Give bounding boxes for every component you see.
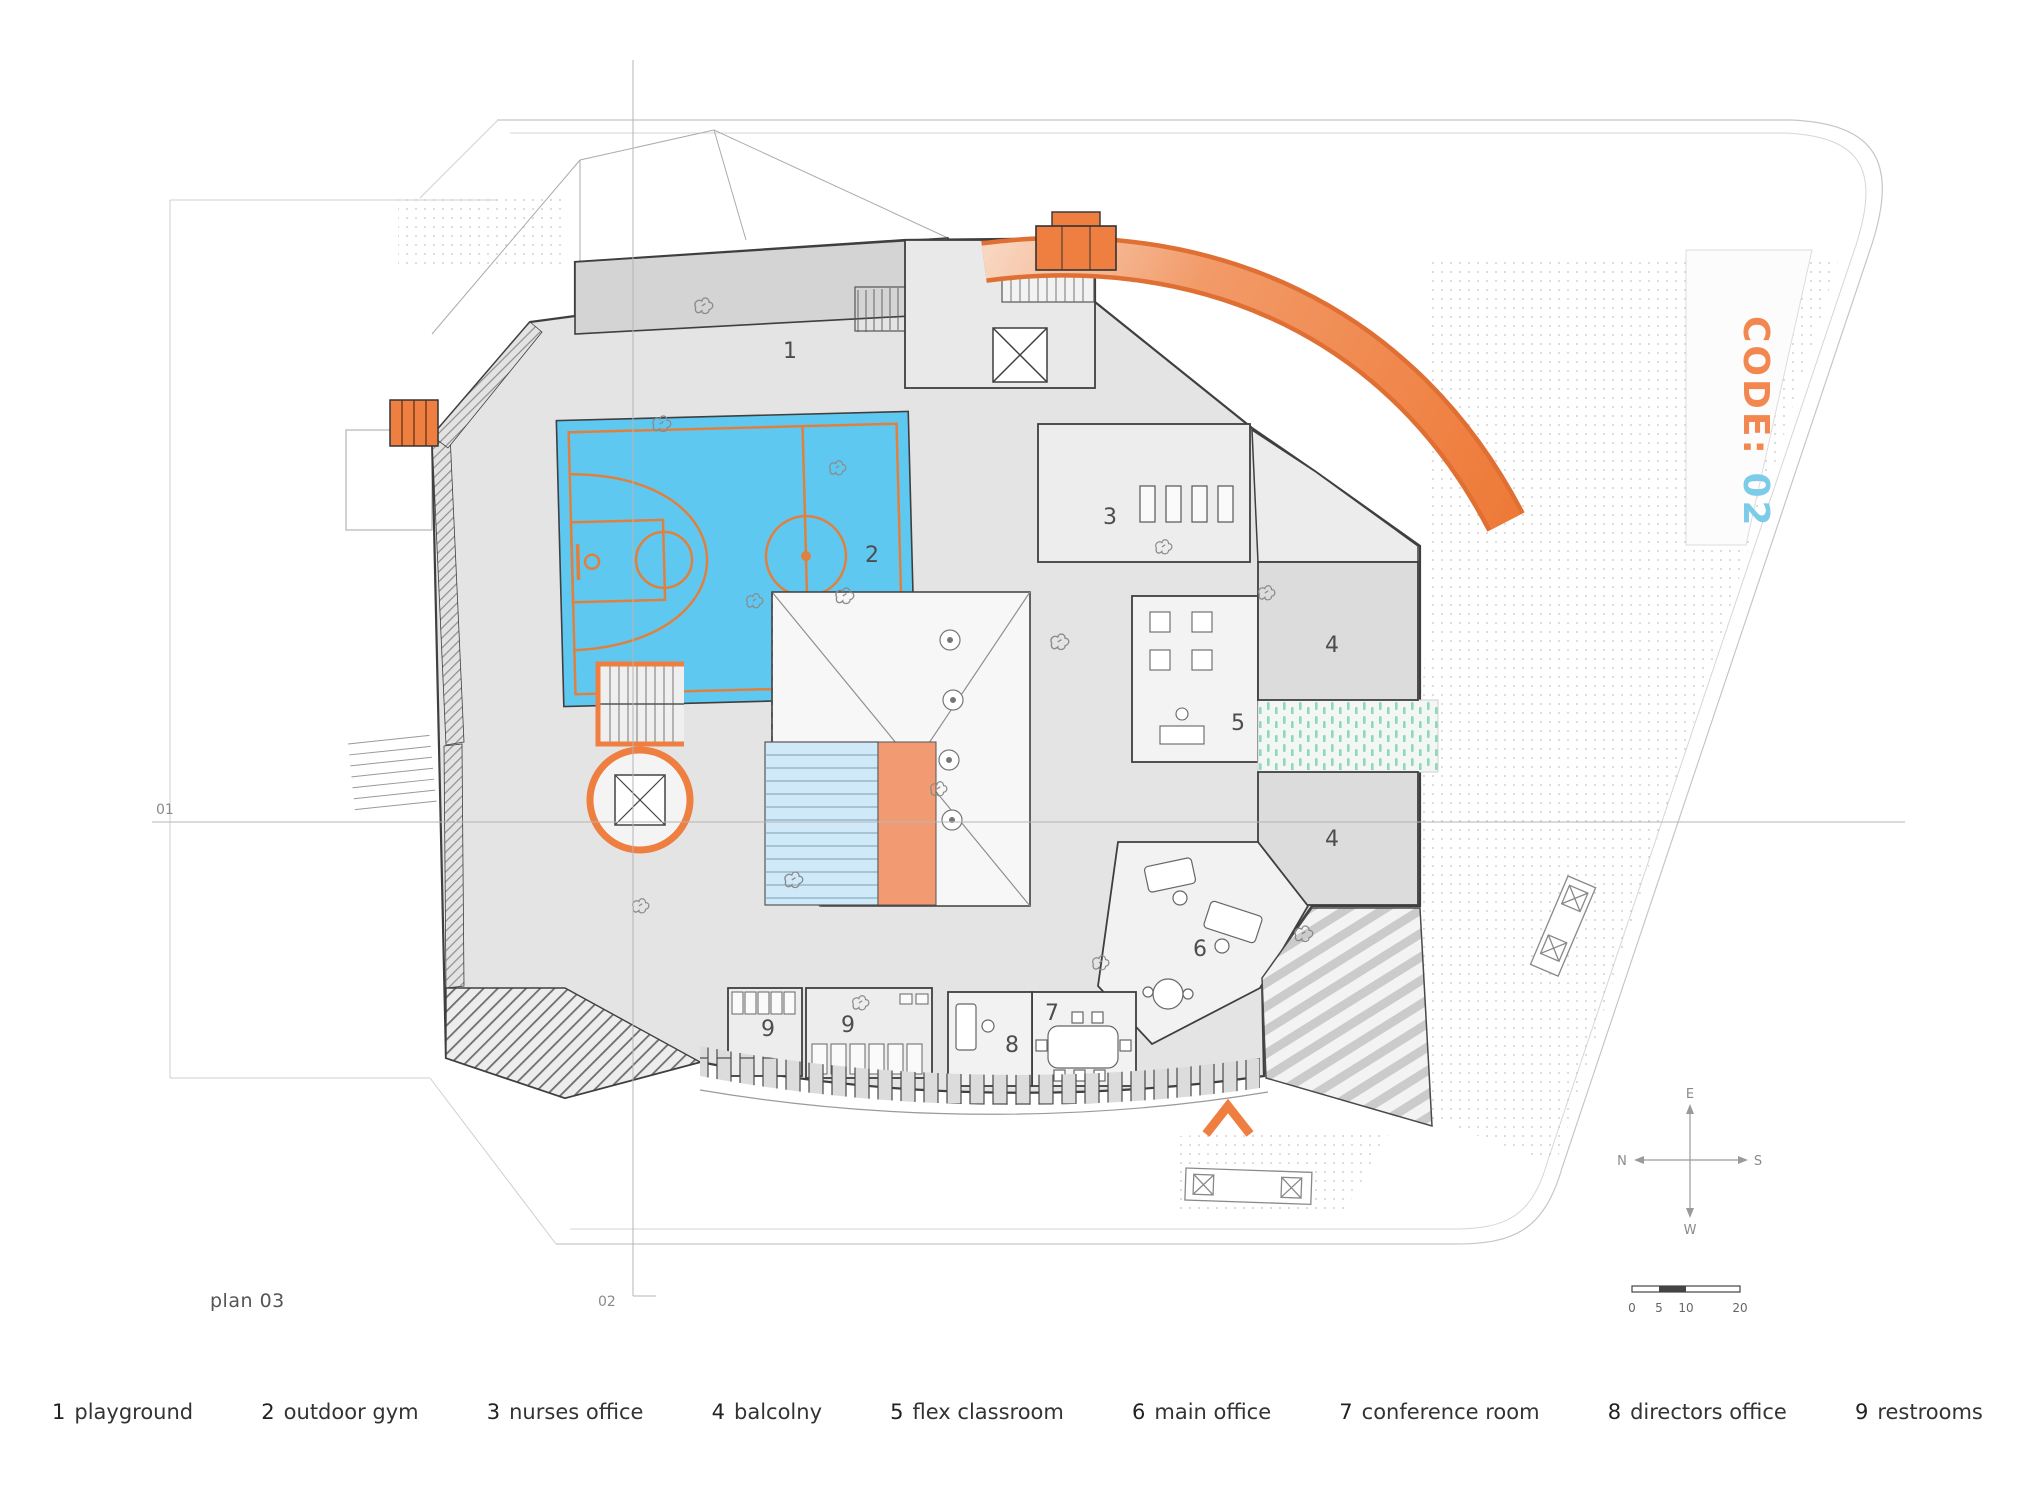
scale-tick-0: 0 (1628, 1301, 1636, 1315)
elevator (992, 327, 1048, 383)
scale-tick-20: 20 (1732, 1301, 1747, 1315)
planted-strip (1257, 699, 1439, 773)
room-label-directors: 8 (1005, 1033, 1019, 1058)
section-label-01: 01 (156, 802, 174, 818)
plan-title: plan 03 (210, 1290, 285, 1312)
ramp-fan (1261, 907, 1433, 1128)
site-left-lines (169, 119, 557, 1245)
terrace (1251, 428, 1419, 563)
room-label-balcony-lower: 4 (1325, 827, 1339, 852)
room-label-conference: 7 (1045, 1001, 1059, 1026)
compass: E S W N (1617, 1087, 1762, 1238)
scale-tick-5: 5 (1655, 1301, 1663, 1315)
legend-num: 7 (1339, 1400, 1353, 1424)
code-title-suffix: 02 (1735, 472, 1776, 528)
room-label-playground: 1 (783, 339, 797, 364)
section-lines: 01 02 (152, 60, 1905, 1310)
orange-chevron (1202, 1098, 1254, 1137)
code-title: CODE: 02 (1735, 316, 1776, 529)
legend-label: outdoor gym (283, 1400, 419, 1424)
room-directors-office (947, 991, 1033, 1087)
site-boundary (169, 119, 1883, 1245)
circular-stair (586, 746, 694, 854)
compass-s: S (1754, 1154, 1762, 1169)
room-label-balcony-upper: 4 (1325, 633, 1339, 658)
legend-num: 4 (711, 1400, 725, 1424)
roof-lines (431, 129, 949, 335)
site-outline-outer (497, 119, 1883, 1245)
scale-tick-10: 10 (1678, 1301, 1693, 1315)
legend-num: 5 (890, 1400, 904, 1424)
room-restroom-right (805, 987, 933, 1079)
louver-fins (699, 1046, 1269, 1115)
legend-label: conference room (1361, 1400, 1540, 1424)
room-label-restroom-right: 9 (841, 1013, 855, 1038)
sw-exterior-steps (347, 734, 437, 811)
hatched-walls (431, 321, 702, 1099)
room-nurses-office (1037, 423, 1251, 563)
west-exterior-stair (389, 399, 439, 447)
legend-num: 2 (261, 1400, 275, 1424)
room-label-nurses-office: 3 (1103, 505, 1117, 530)
legend-item-balcony: 4 balcolny (712, 1400, 822, 1424)
scale-bar: 0 5 10 20 (1628, 1285, 1748, 1315)
compass-e: E (1686, 1087, 1694, 1102)
legend-num: 8 (1607, 1400, 1622, 1424)
legend-label: balcolny (734, 1400, 822, 1424)
legend-label: playground (74, 1400, 194, 1424)
legend-item-directors-office: 8 directors office (1608, 1400, 1787, 1424)
entry-canopy (1035, 211, 1117, 271)
legend-item-conference-room: 7 conference room (1339, 1400, 1539, 1424)
site-outline-inner (510, 132, 1867, 1230)
code-title-prefix: CODE: (1735, 316, 1776, 457)
legend-label: main office (1154, 1400, 1272, 1424)
compass-w: W (1684, 1223, 1697, 1238)
bench-east (1529, 875, 1597, 977)
legend-num: 3 (486, 1400, 501, 1424)
legend-item-nurses-office: 3 nurses office (487, 1400, 644, 1424)
legend-label: directors office (1630, 1400, 1787, 1424)
atrium-columns (938, 629, 964, 831)
legend: 1 playground 2 outdoor gym 3 nurses offi… (0, 1400, 2035, 1424)
legend-label: restrooms (1877, 1400, 1983, 1424)
legend-num: 1 (52, 1400, 66, 1424)
legend-item-outdoor-gym: 2 outdoor gym (261, 1400, 418, 1424)
section-label-02: 02 (598, 1294, 616, 1310)
u-stair (595, 661, 684, 747)
legend-item-playground: 1 playground (52, 1400, 193, 1424)
room-flex-classroom (1131, 595, 1259, 763)
code-panel (1685, 249, 1813, 546)
legend-num: 6 (1132, 1400, 1146, 1424)
legend-item-main-office: 6 main office (1132, 1400, 1271, 1424)
compass-n: N (1617, 1154, 1627, 1169)
legend-num: 9 (1854, 1400, 1869, 1424)
bench-south (1184, 1167, 1313, 1206)
legend-item-restrooms: 9 restrooms (1855, 1400, 1983, 1424)
room-balcony-upper (1257, 561, 1419, 701)
legend-label: flex classroom (912, 1400, 1064, 1424)
room-main-office (1097, 841, 1310, 1046)
legend-item-flex-classroom: 5 flex classroom (890, 1400, 1064, 1424)
legend-label: nurses office (509, 1400, 644, 1424)
room-label-restroom-left: 9 (761, 1017, 775, 1042)
room-label-flex-classroom: 5 (1231, 711, 1245, 736)
room-label-outdoor-gym: 2 (865, 543, 879, 568)
stipple-top-left (398, 196, 565, 264)
stair-landing (877, 741, 937, 906)
room-label-main-office: 6 (1193, 937, 1207, 962)
main-stair (764, 741, 937, 906)
